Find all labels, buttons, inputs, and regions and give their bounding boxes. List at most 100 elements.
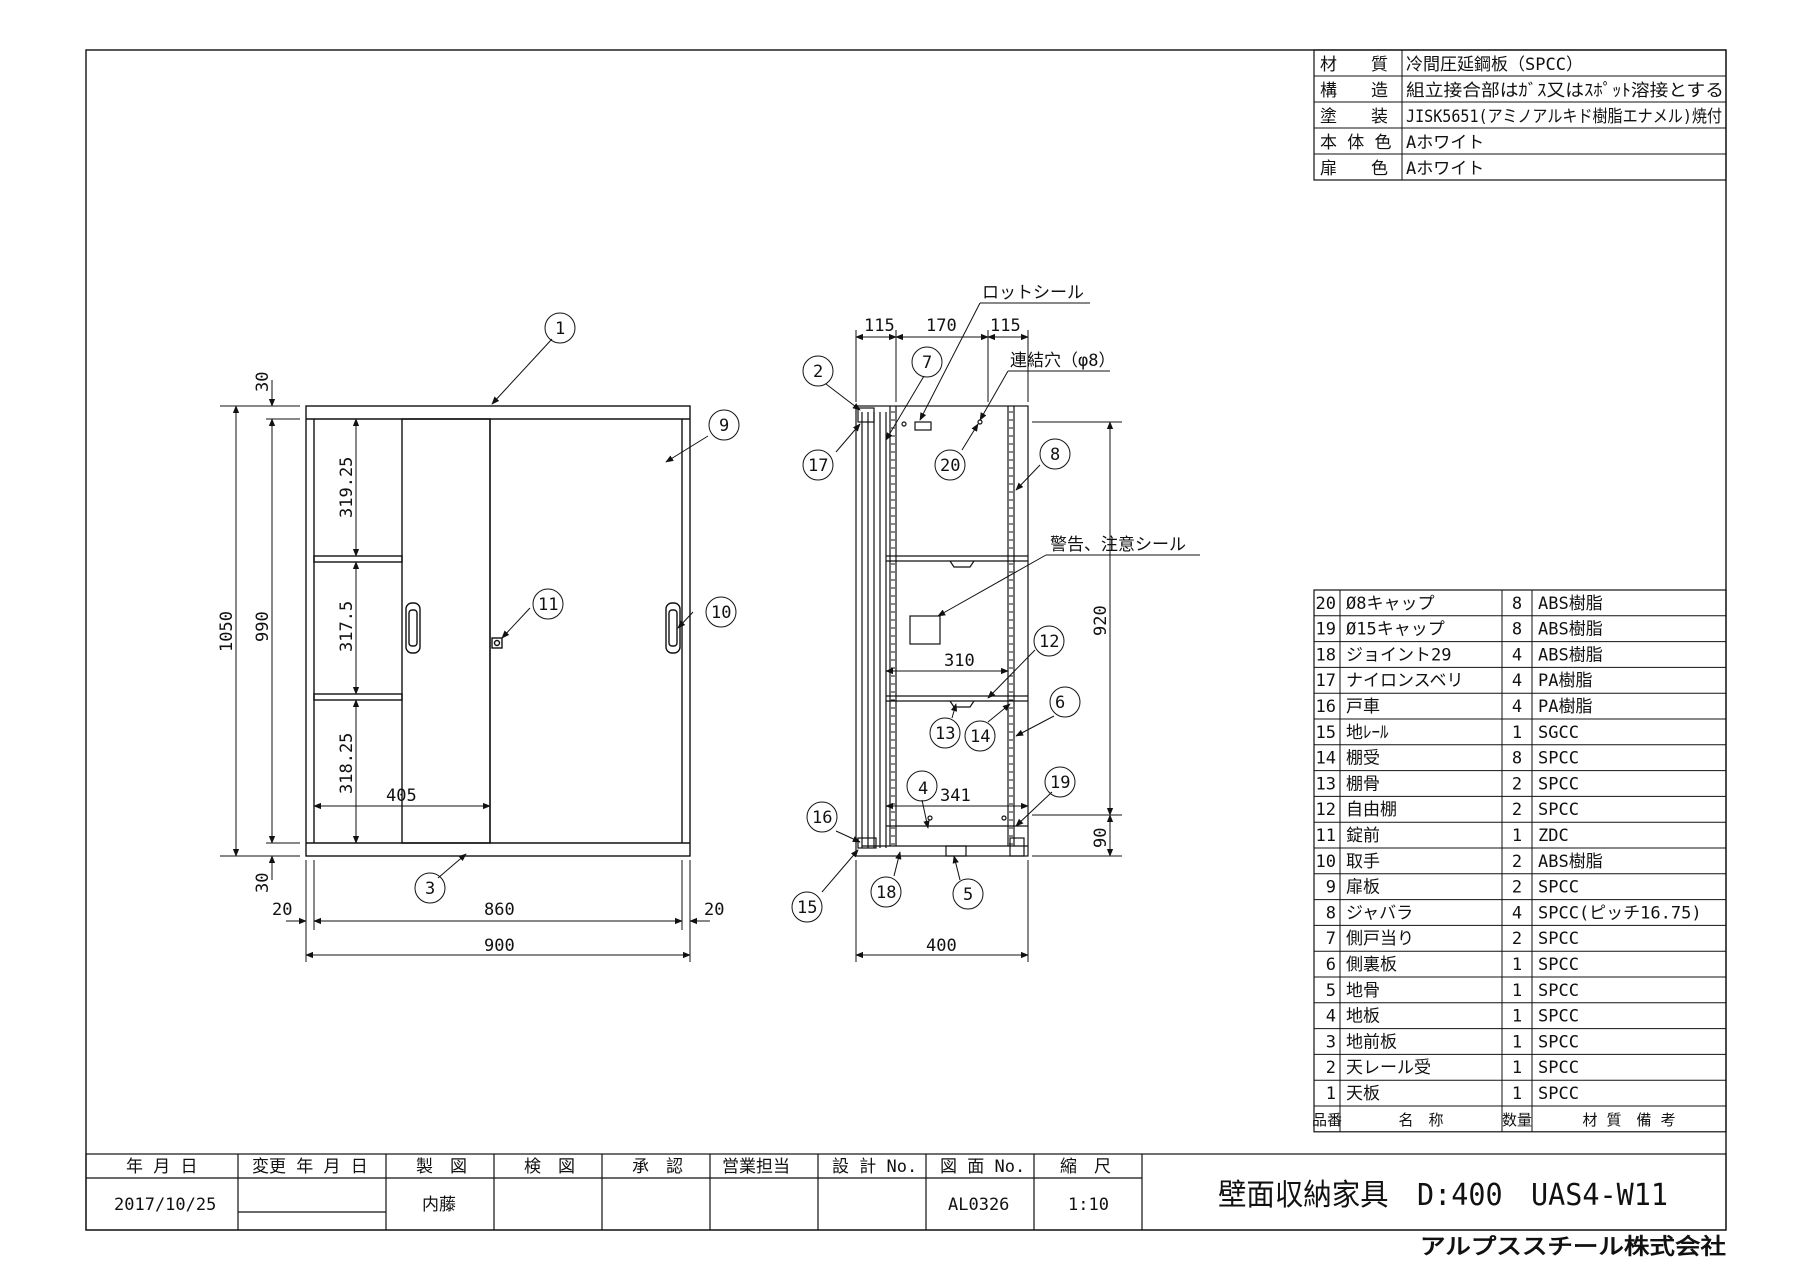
- balloon-19: 19: [1050, 773, 1070, 793]
- balloon-15: 15: [797, 898, 817, 918]
- part-name: 取手: [1346, 852, 1380, 872]
- dim-shelf3: 318.25: [337, 733, 357, 794]
- part-material: SPCC: [1538, 1032, 1579, 1052]
- part-qty: 1: [1512, 1084, 1522, 1104]
- spec-label: 扉 色: [1320, 159, 1388, 179]
- part-material: SPCC: [1538, 955, 1579, 975]
- part-qty: 1: [1512, 955, 1522, 975]
- spec-label: 塗 装: [1320, 106, 1388, 127]
- dim-shelf2: 317.5: [337, 601, 357, 652]
- part-number: 7: [1326, 929, 1336, 949]
- part-number: 18: [1316, 645, 1336, 665]
- balloon-7: 7: [922, 353, 932, 373]
- balloon-5: 5: [963, 885, 973, 905]
- title-block-text: 年 月 日 変更 年 月 日 製 図 検 図 承 認 営業担当 設 計 No. …: [114, 1157, 1726, 1260]
- part-material: ZDC: [1538, 826, 1569, 846]
- dim-side-seg1: 115: [864, 316, 895, 336]
- note-connect-hole: 連結穴（φ8）: [1010, 351, 1115, 371]
- spec-label: 構 造: [1320, 81, 1388, 101]
- balloon-10: 10: [711, 603, 731, 623]
- tb-header-design-no: 設 計 No.: [832, 1157, 917, 1177]
- spec-table: 材 質 冷間圧延鋼板（SPCC） 構 造 組立接合部はｶﾞｽ又はｽﾎﾟｯﾄ溶接と…: [1313, 49, 1727, 181]
- spec-value: Aホワイト: [1406, 159, 1484, 179]
- part-material: SPCC: [1538, 878, 1579, 898]
- dim-side-height: 920: [1091, 605, 1111, 636]
- balloon-6: 6: [1055, 693, 1065, 713]
- header-material: 材 質 備 考: [1582, 1111, 1675, 1129]
- part-material: ABS樹脂: [1538, 852, 1603, 872]
- part-qty: 1: [1512, 826, 1522, 846]
- balloon-12: 12: [1039, 632, 1059, 652]
- part-name: 地ﾚｰﾙ: [1346, 723, 1389, 743]
- company-name: アルプススチール株式会社: [1420, 1234, 1726, 1260]
- balloon-13: 13: [935, 724, 955, 744]
- part-qty: 2: [1512, 929, 1522, 949]
- dim-total-width: 900: [484, 936, 515, 956]
- balloon-16: 16: [812, 808, 832, 828]
- part-qty: 4: [1512, 645, 1522, 665]
- part-number: 14: [1316, 749, 1336, 769]
- part-number: 1: [1326, 1084, 1336, 1104]
- front-balloons: [414, 312, 740, 904]
- dim-depth: 400: [926, 936, 957, 956]
- part-material: PA樹脂: [1538, 671, 1592, 691]
- part-qty: 1: [1512, 723, 1522, 743]
- part-material: SPCC: [1538, 981, 1579, 1001]
- balloon-17: 17: [808, 456, 828, 476]
- balloon-8: 8: [1050, 445, 1060, 465]
- part-number: 3: [1326, 1032, 1336, 1052]
- front-view: [305, 405, 691, 857]
- part-number: 5: [1326, 981, 1336, 1001]
- side-note-leaders: [919, 302, 1200, 617]
- part-number: 8: [1326, 903, 1336, 923]
- balloon-11: 11: [538, 595, 558, 615]
- part-number: 4: [1326, 1007, 1336, 1027]
- tb-header-checked: 検 図: [524, 1157, 575, 1177]
- dim-shelf-depth: 310: [944, 651, 975, 671]
- part-material: SPCC: [1538, 1058, 1579, 1078]
- part-name: 天レール受: [1346, 1058, 1431, 1078]
- dim-side-base: 90: [1091, 828, 1111, 848]
- jabara-slots: [891, 411, 1013, 845]
- dim-total-height: 1050: [217, 611, 237, 652]
- drawing-border: [85, 49, 1727, 1231]
- part-material: SPCC: [1538, 774, 1579, 794]
- side-dimensions: [855, 330, 1122, 962]
- part-name: 棚骨: [1346, 774, 1380, 794]
- part-name: 戸車: [1346, 697, 1380, 717]
- dim-bottom: 30: [253, 873, 273, 893]
- balloon-4: 4: [918, 779, 928, 799]
- part-name: ナイロンスベリ: [1346, 671, 1463, 691]
- part-material: SPCC(ピッチ16.75): [1538, 903, 1702, 923]
- tb-header-sales: 営業担当: [722, 1157, 790, 1177]
- tb-header-revision: 変更 年 月 日: [252, 1157, 368, 1177]
- part-number: 17: [1316, 671, 1336, 691]
- part-number: 2: [1326, 1058, 1336, 1078]
- spec-value: 組立接合部はｶﾞｽ又はｽﾎﾟｯﾄ溶接とする: [1406, 81, 1724, 101]
- dim-top: 30: [253, 372, 273, 392]
- part-qty: 1: [1512, 981, 1522, 1001]
- front-dimensions: [220, 380, 710, 962]
- dim-shelf1: 319.25: [337, 457, 357, 518]
- part-material: ABS樹脂: [1538, 594, 1603, 614]
- part-name: 側戸当り: [1346, 929, 1414, 949]
- tb-scale: 1:10: [1068, 1195, 1109, 1215]
- spec-value: Aホワイト: [1406, 133, 1484, 153]
- balloon-2: 2: [813, 362, 823, 382]
- part-qty: 4: [1512, 697, 1522, 717]
- side-view: [855, 405, 1029, 857]
- title-block: [85, 1153, 1727, 1231]
- spec-value: 冷間圧延鋼板（SPCC）: [1406, 55, 1583, 75]
- balloon-20: 20: [940, 456, 960, 476]
- tb-header-scale: 縮 尺: [1060, 1157, 1111, 1177]
- tb-header-drawing-no: 図 面 No.: [940, 1157, 1025, 1177]
- part-name: 錠前: [1346, 826, 1380, 846]
- dim-side-seg2: 170: [926, 316, 957, 336]
- part-number: 16: [1316, 697, 1336, 717]
- header-qty: 数量: [1502, 1111, 1532, 1129]
- balloon-1: 1: [555, 319, 565, 339]
- part-number: 19: [1316, 620, 1336, 640]
- part-qty: 4: [1512, 671, 1522, 691]
